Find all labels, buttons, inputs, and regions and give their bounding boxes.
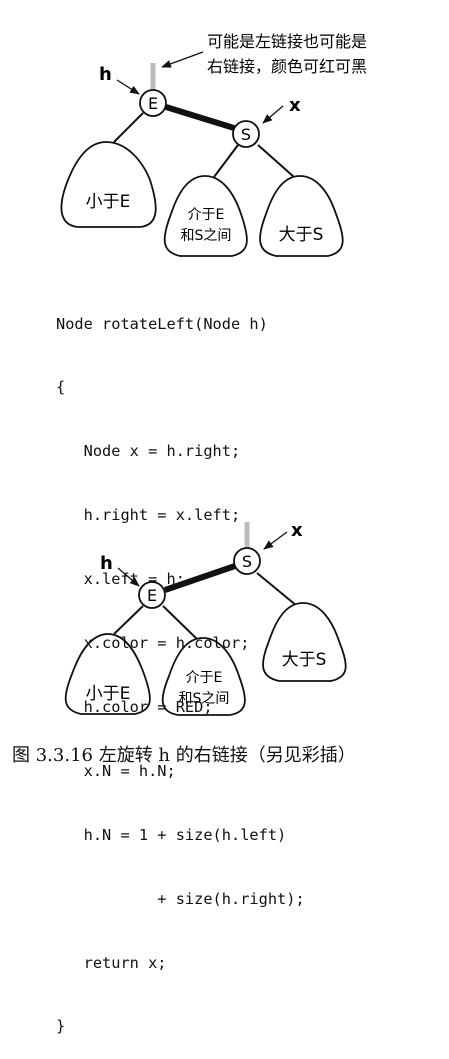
bottom-red-link bbox=[164, 563, 236, 593]
bottom-link-s-right bbox=[256, 572, 298, 607]
code-line: h.N = 1 + size(h.left) bbox=[56, 825, 287, 844]
bottom-subtree-mid-label-2: 和S之间 bbox=[179, 691, 230, 707]
top-subtree-mid bbox=[163, 175, 248, 257]
bottom-subtree-left bbox=[64, 633, 151, 715]
bottom-subtree-mid bbox=[161, 637, 246, 716]
top-red-link bbox=[165, 104, 235, 131]
top-h-arrow bbox=[116, 79, 140, 95]
bottom-node-e-key: E bbox=[147, 586, 157, 605]
code-line: Node x = h.right; bbox=[56, 442, 241, 461]
bottom-subtree-left-label: 小于E bbox=[86, 684, 131, 704]
top-subtree-left-label: 小于E bbox=[86, 192, 131, 212]
bottom-node-s bbox=[233, 547, 261, 575]
bottom-x-label: x bbox=[291, 520, 303, 541]
bottom-tree: E S h x 小于E 介于E 和S之间 大于S bbox=[64, 520, 347, 716]
top-link-s-mid bbox=[213, 144, 239, 178]
top-node-s-key: S bbox=[241, 125, 251, 144]
code-line: h.right = x.left; bbox=[56, 506, 241, 525]
code-line: h.color = RED; bbox=[56, 697, 213, 716]
code-line: x.color = h.color; bbox=[56, 634, 250, 653]
top-x-arrow bbox=[262, 105, 284, 124]
bottom-subtree-right-label: 大于S bbox=[282, 650, 327, 670]
code-line: + size(h.right); bbox=[56, 889, 305, 908]
bottom-link-e-mid bbox=[162, 605, 199, 641]
bottom-subtree-right bbox=[262, 602, 347, 682]
annotation-line-1: 可能是左链接也可能是 bbox=[207, 32, 367, 51]
code-line: } bbox=[56, 1017, 66, 1036]
code-line: x.left = h; bbox=[56, 570, 185, 589]
bottom-h-label: h bbox=[100, 553, 113, 574]
top-link-e-left bbox=[113, 112, 144, 143]
code-line: return x; bbox=[56, 953, 167, 972]
top-subtree-right bbox=[259, 175, 344, 257]
top-x-label: x bbox=[289, 95, 301, 116]
top-subtree-right-label: 大于S bbox=[279, 225, 324, 245]
code-line: { bbox=[56, 378, 66, 397]
code-line: x.N = h.N; bbox=[56, 761, 176, 780]
bottom-link-e-left bbox=[113, 605, 144, 635]
bottom-node-e bbox=[138, 581, 166, 609]
annotation-line-2: 右链接，颜色可红可黑 bbox=[207, 57, 367, 76]
top-subtree-mid-label-2: 和S之间 bbox=[181, 228, 232, 244]
diagram-canvas: E S h x 可能是左链接也可能是 右链接，颜色可红可黑 小于E 介于E 和S… bbox=[60, 32, 367, 716]
bottom-h-arrow bbox=[117, 567, 140, 587]
top-tree: E S h x 可能是左链接也可能是 右链接，颜色可红可黑 小于E 介于E 和S… bbox=[60, 32, 367, 257]
bottom-subtree-mid-label-1: 介于E bbox=[186, 670, 223, 686]
bottom-node-s-key: S bbox=[242, 552, 252, 571]
top-link-s-right bbox=[257, 144, 295, 178]
top-node-s bbox=[232, 120, 260, 148]
top-subtree-left bbox=[60, 141, 157, 228]
code-line: Node rotateLeft(Node h) bbox=[56, 314, 268, 333]
top-h-label: h bbox=[99, 64, 112, 85]
bottom-x-arrow bbox=[263, 531, 288, 550]
top-annotation-arrow bbox=[161, 51, 204, 68]
figure-caption: 图 3.3.16 左旋转 h 的右链接（另见彩插） bbox=[12, 745, 356, 766]
top-node-e-key: E bbox=[148, 94, 158, 113]
top-node-e bbox=[139, 89, 167, 117]
top-subtree-mid-label-1: 介于E bbox=[188, 207, 225, 223]
code-block: Node rotateLeft(Node h) { Node x = h.rig… bbox=[56, 271, 305, 1059]
